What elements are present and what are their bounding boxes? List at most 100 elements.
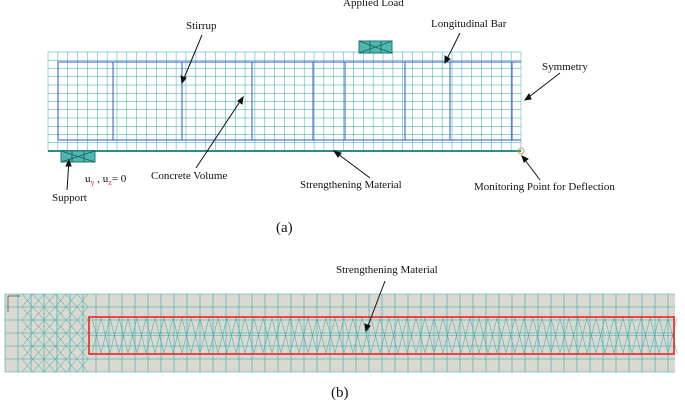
mesh-line <box>21 306 34 321</box>
mesh-line <box>76 306 89 321</box>
mesh-line <box>32 293 45 308</box>
mesh-line <box>568 317 579 354</box>
mesh-line <box>613 317 624 354</box>
mesh-line <box>370 317 381 354</box>
mesh-line <box>226 317 237 354</box>
mesh-line <box>289 317 300 354</box>
mesh-line <box>43 306 56 321</box>
mesh-line <box>54 319 67 334</box>
leader-arrow-b <box>364 280 386 333</box>
mesh-line <box>43 345 56 360</box>
mesh-line <box>76 358 89 373</box>
mesh-line <box>361 317 372 354</box>
mesh-line <box>32 345 45 360</box>
support-label: Support <box>52 192 87 204</box>
mesh-line <box>406 317 417 354</box>
mesh-line <box>21 293 34 308</box>
mesh-line <box>65 332 78 347</box>
mesh-line <box>325 317 336 354</box>
mesh-line <box>640 317 651 354</box>
mesh-line <box>109 317 120 354</box>
mesh-line <box>65 358 78 373</box>
mesh-line <box>154 317 165 354</box>
mesh-line <box>505 317 516 354</box>
mesh-line <box>43 332 56 347</box>
mesh-line <box>54 293 67 308</box>
mesh-line <box>21 332 34 347</box>
mesh-line <box>244 317 255 354</box>
mesh-line <box>76 345 89 360</box>
mesh-line <box>271 317 282 354</box>
mesh-line <box>631 317 642 354</box>
mesh-line <box>487 317 498 354</box>
rebar-cage <box>57 61 521 141</box>
leader-arrows <box>65 32 561 191</box>
caption-a: (a) <box>276 220 293 236</box>
mesh-line <box>54 332 67 347</box>
mesh-line <box>649 317 660 354</box>
mesh-line <box>667 317 678 354</box>
mesh-line <box>379 317 390 354</box>
mesh-line <box>442 317 453 354</box>
applied-load-label: Applied Load <box>343 0 404 9</box>
concrete-volume-label: Concrete Volume <box>151 170 228 182</box>
mesh-line <box>43 319 56 334</box>
mesh-line <box>235 317 246 354</box>
mesh-line <box>32 306 45 321</box>
mesh-line <box>32 332 45 347</box>
plate-mesh <box>4 293 678 373</box>
mesh-line <box>54 345 67 360</box>
support-icon <box>60 150 96 163</box>
mesh-line <box>424 317 435 354</box>
mesh-line <box>43 293 56 308</box>
mesh-line <box>550 317 561 354</box>
mesh-line <box>21 319 34 334</box>
mesh-line <box>65 345 78 360</box>
mesh-line <box>145 317 156 354</box>
mesh-line <box>541 317 552 354</box>
mesh-line <box>577 317 588 354</box>
monitoring-point-icon <box>517 147 525 155</box>
beam-mesh-a <box>47 51 522 152</box>
mesh-line <box>334 317 345 354</box>
mesh-line <box>127 317 138 354</box>
mesh-line <box>65 319 78 334</box>
mesh-line <box>76 319 89 334</box>
mesh-line <box>54 306 67 321</box>
mesh-line <box>21 358 34 373</box>
strengthening-material-label-b: Strengthening Material <box>336 264 438 276</box>
mesh-line <box>316 317 327 354</box>
caption-b: (b) <box>331 385 349 401</box>
mesh-line <box>100 317 111 354</box>
strengthening-region-outline <box>88 316 675 355</box>
mesh-line <box>397 317 408 354</box>
mesh-line <box>118 317 129 354</box>
mesh-line <box>433 317 444 354</box>
mesh-line <box>451 317 462 354</box>
mesh-line <box>54 358 67 373</box>
mesh-line <box>388 317 399 354</box>
mesh-line <box>532 317 543 354</box>
mesh-line <box>469 317 480 354</box>
mesh-line <box>343 317 354 354</box>
mesh-line <box>172 317 183 354</box>
mesh-line <box>43 358 56 373</box>
mesh-line <box>523 317 534 354</box>
mesh-line <box>595 317 606 354</box>
strengthening-material-label-a: Strengthening Material <box>300 179 402 191</box>
mesh-line <box>460 317 471 354</box>
mesh-line <box>658 317 669 354</box>
mesh-line <box>559 317 570 354</box>
mesh-line <box>415 317 426 354</box>
mesh-line <box>199 317 210 354</box>
mesh-line <box>91 317 102 354</box>
mesh-line <box>32 358 45 373</box>
mesh-line <box>217 317 228 354</box>
monitoring-point-label: Monitoring Point for Deflection <box>474 181 615 193</box>
mesh-line <box>65 293 78 308</box>
mesh-line <box>622 317 633 354</box>
mesh-line <box>190 317 201 354</box>
mesh-line <box>307 317 318 354</box>
mesh-line <box>253 317 264 354</box>
